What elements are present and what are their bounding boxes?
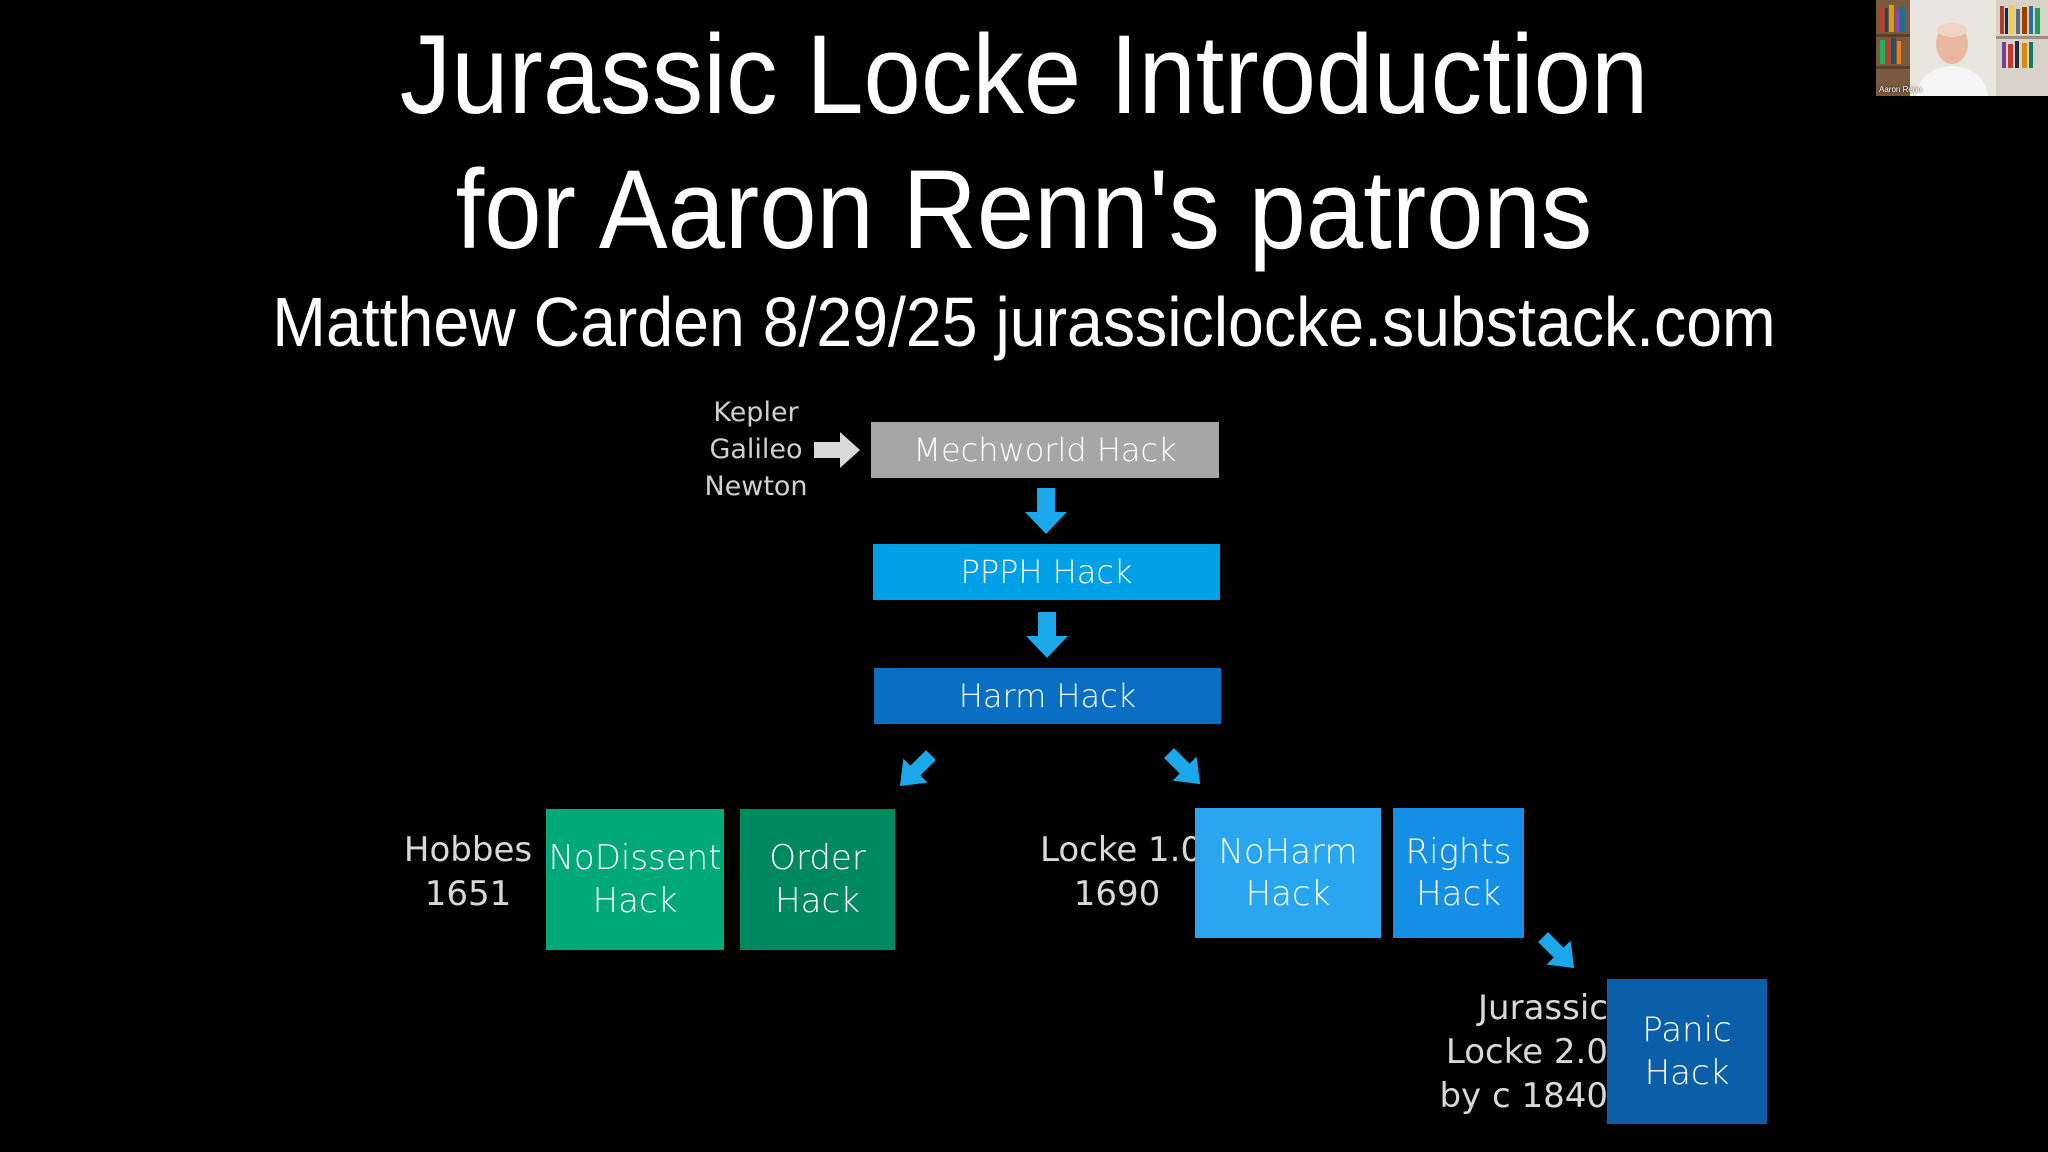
down-arrow-icon bbox=[1026, 612, 1068, 658]
harm-hack-box: Harm Hack bbox=[874, 668, 1221, 724]
label-scientists: Kepler Galileo Newton bbox=[696, 394, 816, 505]
order-hack-label-1: Order bbox=[769, 838, 866, 878]
order-hack-box: Order Hack bbox=[740, 809, 895, 950]
label-hobbes-name: Hobbes bbox=[403, 830, 533, 870]
label-hobbes: Hobbes 1651 bbox=[398, 828, 538, 916]
mechworld-hack-box: Mechworld Hack bbox=[871, 422, 1219, 478]
rights-hack-label-1: Rights bbox=[1405, 831, 1512, 872]
order-hack-label-2: Hack bbox=[775, 880, 860, 921]
rights-hack-box: Rights Hack bbox=[1393, 808, 1524, 938]
slide-title-line-2: for Aaron Renn's patrons bbox=[455, 147, 1593, 272]
down-right-arrow-icon bbox=[1164, 748, 1201, 785]
participant-name-label: Aaron Renn bbox=[1879, 85, 1922, 94]
ppph-hack-box: PPPH Hack bbox=[873, 544, 1220, 600]
label-hobbes-year: 1651 bbox=[424, 874, 512, 914]
label-newton: Newton bbox=[704, 471, 808, 502]
label-jurassic-1: Jurassic bbox=[1478, 988, 1608, 1028]
nodissent-hack-label-1: NoDissent bbox=[548, 838, 722, 878]
label-jurassic-3: by c 1840 bbox=[1439, 1076, 1608, 1116]
noharm-hack-label-2: Hack bbox=[1245, 874, 1331, 914]
slide-subtitle: Matthew Carden 8/29/25 jurassiclocke.sub… bbox=[272, 283, 1776, 361]
panic-hack-label-1: Panic bbox=[1642, 1010, 1732, 1050]
label-jurassic-2: Locke 2.0 bbox=[1445, 1032, 1608, 1072]
bookshelf-background bbox=[1876, 0, 2048, 96]
ppph-hack-label: PPPH Hack bbox=[960, 553, 1133, 591]
panic-hack-label-2: Hack bbox=[1644, 1052, 1730, 1093]
label-kepler: Kepler bbox=[713, 397, 799, 428]
label-locke-name: Locke 1.0 bbox=[1040, 830, 1203, 870]
label-locke-year: 1690 bbox=[1073, 874, 1161, 914]
noharm-hack-box: NoHarm Hack bbox=[1195, 808, 1381, 938]
down-right-arrow-icon bbox=[1538, 932, 1575, 969]
mechworld-hack-label: Mechworld Hack bbox=[913, 431, 1177, 469]
label-jurassic-locke: Jurassic Locke 2.0 by c 1840 bbox=[1438, 986, 1608, 1118]
nodissent-hack-label-2: Hack bbox=[592, 880, 678, 921]
panic-hack-box: Panic Hack bbox=[1607, 979, 1767, 1124]
slide-title-line-1: Jurassic Locke Introduction bbox=[399, 12, 1649, 137]
down-left-arrow-icon bbox=[899, 750, 936, 787]
label-galileo: Galileo bbox=[709, 434, 803, 465]
rights-hack-label-2: Hack bbox=[1416, 874, 1501, 914]
participant-video-tile[interactable]: Aaron Renn bbox=[1876, 0, 2048, 96]
down-arrow-icon bbox=[1025, 488, 1067, 534]
nodissent-hack-box: NoDissent Hack bbox=[546, 809, 724, 950]
right-arrow-icon bbox=[814, 432, 860, 468]
noharm-hack-label-1: NoHarm bbox=[1218, 831, 1358, 872]
harm-hack-label: Harm Hack bbox=[958, 677, 1137, 715]
label-locke: Locke 1.0 1690 bbox=[1040, 828, 1203, 916]
